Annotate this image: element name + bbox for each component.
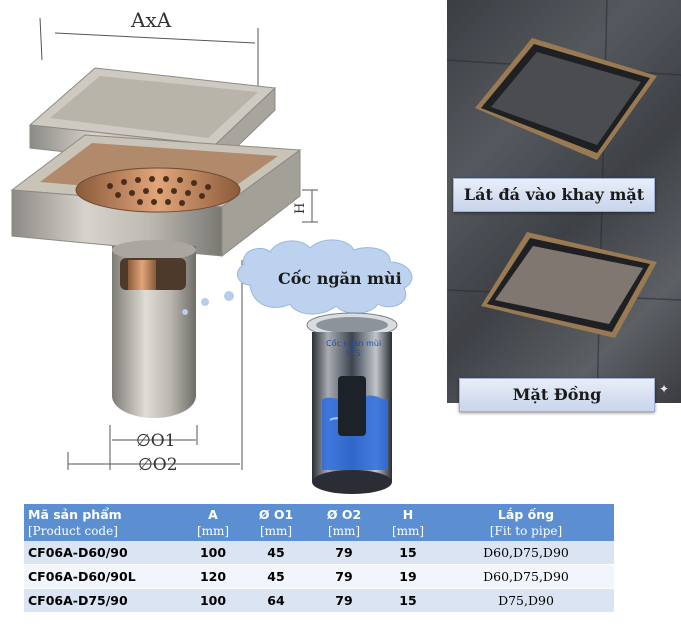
- label-copper-face: Mặt Đồng: [459, 378, 655, 412]
- header-a: A[mm]: [184, 504, 242, 541]
- dimension-h-label: H: [293, 203, 308, 214]
- table-row: CF06A-D75/90 100 64 79 15 D75,D90: [24, 588, 614, 613]
- cell-h: 19: [378, 564, 438, 589]
- product-photos: [447, 0, 681, 403]
- cell-product-code: CF06A-D75/90: [24, 588, 184, 613]
- dimension-h: [302, 189, 318, 223]
- drain-body: [112, 240, 196, 418]
- dimension-a: [39, 17, 259, 90]
- header-o1: Ø O1[mm]: [242, 504, 310, 541]
- cell-o2: 79: [310, 564, 378, 589]
- cell-h: 15: [378, 588, 438, 613]
- dimension-o1-label: ∅O1: [136, 431, 176, 451]
- callout-bubble-text: Cốc ngăn mùi: [278, 269, 402, 288]
- cup-label-line2: PTS: [346, 349, 361, 358]
- cell-o1: 45: [242, 541, 310, 565]
- cell-product-code: CF06A-D60/90: [24, 541, 184, 565]
- cell-fit-to-pipe: D60,D75,D90: [438, 541, 614, 565]
- table-row: CF06A-D60/90 100 45 79 15 D60,D75,D90: [24, 541, 614, 565]
- label-stone-inlay: Lát đá vào khay mặt: [453, 178, 655, 212]
- table-header-row: Mã sản phẩm[Product code] A[mm] Ø O1[mm]…: [24, 504, 614, 541]
- cell-a: 100: [184, 541, 242, 565]
- cell-o2: 79: [310, 541, 378, 565]
- photo-copper-face-drain: [481, 232, 657, 338]
- photo-stone-inlay-drain: [475, 38, 657, 160]
- header-fit-to-pipe: Lắp ống[Fit to pipe]: [438, 504, 614, 541]
- sparkle-icon: ✦: [659, 382, 670, 396]
- odor-trap-cup: [306, 312, 398, 494]
- dimension-a-label: AxA: [130, 8, 172, 32]
- floor-drain-illustration: AxA H: [10, 8, 413, 494]
- cell-fit-to-pipe: D60,D75,D90: [438, 564, 614, 589]
- dimension-o2-label: ∅O2: [138, 455, 178, 475]
- cup-label-line1: Cốc ngăn mùi: [326, 338, 381, 348]
- table-row: CF06A-D60/90L 120 45 79 19 D60,D75,D90: [24, 564, 614, 589]
- spec-table: Mã sản phẩm[Product code] A[mm] Ø O1[mm]…: [24, 504, 614, 613]
- product-drawing: AxA H: [10, 8, 413, 494]
- photo-panel: Lát đá vào khay mặt Mặt Đồng ✦: [447, 0, 681, 412]
- lower-frame: [10, 134, 302, 258]
- cell-a: 100: [184, 588, 242, 613]
- cell-o2: 79: [310, 588, 378, 613]
- cell-h: 15: [378, 541, 438, 565]
- header-h: H[mm]: [378, 504, 438, 541]
- header-product-code: Mã sản phẩm[Product code]: [24, 504, 184, 541]
- cell-o1: 64: [242, 588, 310, 613]
- dimension-o: [67, 260, 243, 470]
- callout-bubble: [182, 239, 413, 315]
- cell-o1: 45: [242, 564, 310, 589]
- cell-fit-to-pipe: D75,D90: [438, 588, 614, 613]
- header-o2: Ø O2[mm]: [310, 504, 378, 541]
- cell-a: 120: [184, 564, 242, 589]
- cell-product-code: CF06A-D60/90L: [24, 564, 184, 589]
